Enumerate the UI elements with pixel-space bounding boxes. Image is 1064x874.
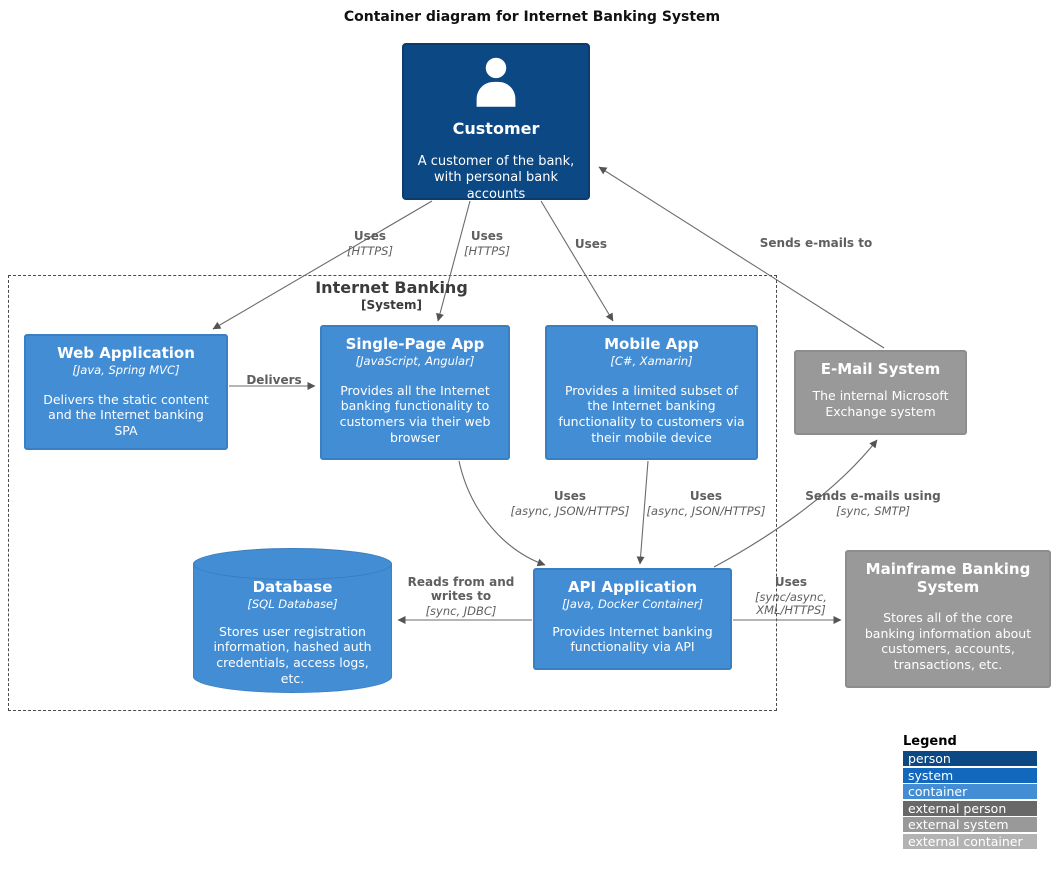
node-title: Web Application (57, 344, 195, 362)
legend: Legend person system container external … (903, 734, 1037, 850)
database-cylinder-top (193, 548, 392, 580)
node-technology: [SQL Database] (247, 597, 338, 611)
edge-verb: Uses (553, 489, 587, 503)
edge-label-mobileapp-api: Uses [async, JSON/HTTPS] (636, 489, 776, 518)
database-cylinder-body (193, 564, 392, 693)
edge-technology: [HTTPS] (464, 243, 510, 258)
edge-technology: [sync/async, XML/HTTPS] (755, 589, 827, 618)
edge-api-email (713, 439, 878, 568)
node-title: E-Mail System (820, 360, 941, 378)
node-technology: [Java, Docker Container] (561, 597, 704, 611)
edge-label-email-customer: Sends e-mails to (741, 236, 891, 251)
boundary-meta: [System] (361, 298, 422, 312)
edge-verb: Delivers (246, 373, 302, 387)
legend-item-system: system (903, 767, 1037, 783)
edge-verb: Sends e-mails to (759, 236, 873, 250)
edge-verb: Uses (774, 575, 808, 589)
edge-technology: [HTTPS] (347, 243, 393, 258)
node-title: Database (252, 578, 333, 596)
edge-mobileapp-api (636, 460, 649, 565)
edge-label-customer-webapp: Uses [HTTPS] (330, 229, 410, 258)
edge-verb: Reads from and writes to (407, 575, 515, 603)
node-title: Mobile App (604, 335, 699, 353)
node-title: Customer (452, 119, 540, 138)
node-description: The internal Microsoft Exchange system (812, 388, 949, 419)
node-email-system: E-Mail System The internal Microsoft Exc… (794, 350, 967, 435)
edge-verb: Uses (574, 237, 608, 251)
edge-verb: Sends e-mails using (805, 489, 941, 503)
node-description: Provides Internet banking functionality … (552, 623, 713, 655)
edge-customer-webapp (212, 200, 433, 330)
node-database: Database [SQL Database] Stores user regi… (193, 548, 392, 693)
edge-spa-api (458, 460, 546, 567)
node-description: Stores user registration information, ha… (213, 623, 372, 686)
node-technology: [Java, Spring MVC] (72, 363, 180, 377)
edge-label-api-mainframe: Uses [sync/async, XML/HTTPS] (735, 575, 847, 618)
edge-label-api-email: Sends e-mails using [sync, SMTP] (798, 489, 948, 518)
node-mainframe-banking-system: Mainframe Banking System Stores all of t… (845, 550, 1051, 688)
node-title: Mainframe Banking System (865, 560, 1031, 596)
node-description: Provides a limited subset of the Interne… (558, 382, 745, 445)
edge-verb: Uses (353, 229, 387, 243)
node-single-page-app: Single-Page App [JavaScript, Angular] Pr… (320, 325, 510, 460)
edge-verb: Uses (689, 489, 723, 503)
node-description: Delivers the static content and the Inte… (43, 391, 209, 439)
edge-customer-mobileapp (540, 200, 614, 322)
node-description: A customer of the bank, with personal ba… (417, 154, 575, 202)
edge-label-spa-api: Uses [async, JSON/HTTPS] (500, 489, 640, 518)
node-customer: Customer A customer of the bank, with pe… (402, 43, 590, 202)
legend-item-external-person: external person (903, 800, 1037, 816)
database-content: Database [SQL Database] Stores user regi… (193, 548, 392, 694)
edge-technology: [async, JSON/HTTPS] (510, 503, 630, 518)
edge-technology: [async, JSON/HTTPS] (646, 503, 766, 518)
edge-label-webapp-spa: Delivers (234, 373, 314, 388)
node-api-application: API Application [Java, Docker Container]… (533, 568, 732, 670)
boundary-label: Internet Banking [System] (8, 278, 775, 312)
node-web-application: Web Application [Java, Spring MVC] Deliv… (24, 334, 228, 450)
legend-title: Legend (903, 734, 957, 749)
boundary-name: Internet Banking (315, 278, 468, 297)
edge-label-customer-spa: Uses [HTTPS] (447, 229, 527, 258)
edge-email-customer (598, 166, 885, 349)
node-title: API Application (567, 578, 698, 596)
legend-item-external-system: external system (903, 817, 1037, 832)
diagram-title: Container diagram for Internet Banking S… (343, 9, 721, 25)
person-icon (470, 55, 522, 111)
edge-label-customer-mobileapp: Uses (561, 237, 621, 252)
node-title: Single-Page App (345, 335, 485, 353)
node-technology: [JavaScript, Angular] (355, 354, 475, 368)
legend-item-external-container: external container (903, 833, 1037, 849)
legend-item-person: person (903, 751, 1037, 766)
legend-item-container: container (903, 784, 1037, 799)
edge-technology: [sync, JDBC] (425, 603, 497, 618)
edge-customer-spa (436, 200, 471, 322)
edge-label-api-database: Reads from and writes to [sync, JDBC] (401, 575, 521, 618)
node-description: Provides all the Internet banking functi… (339, 382, 491, 445)
node-description: Stores all of the core banking informati… (864, 610, 1032, 672)
internet-banking-boundary (8, 275, 777, 711)
edge-technology: [sync, SMTP] (836, 503, 910, 518)
node-mobile-app: Mobile App [C#, Xamarin] Provides a limi… (545, 325, 758, 460)
edge-verb: Uses (470, 229, 504, 243)
node-technology: [C#, Xamarin] (610, 354, 693, 368)
